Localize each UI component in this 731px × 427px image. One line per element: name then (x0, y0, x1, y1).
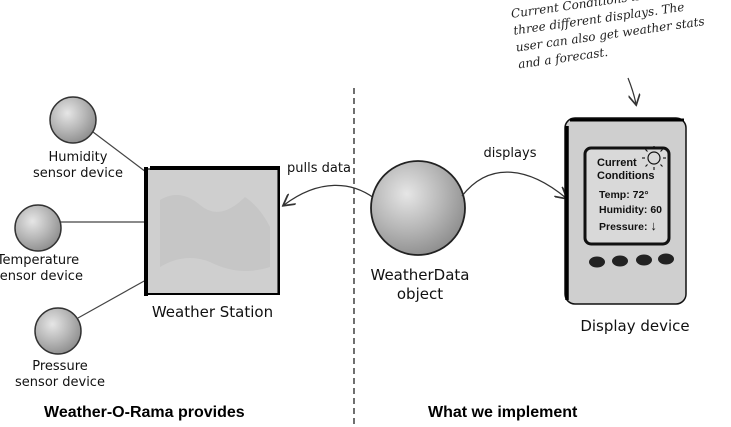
right-section-heading: What we implement (428, 404, 578, 421)
displays-arrow (461, 171, 566, 198)
screen-humidity: Humidity: 60 (599, 204, 663, 216)
temperature-sensor (14, 204, 62, 252)
weatherdata-label-line2: object (396, 285, 444, 303)
sun-icon (642, 146, 666, 170)
pressure-connector (77, 279, 147, 319)
pressure-label-line1: Pressure (32, 359, 88, 374)
pressure-sensor (34, 307, 82, 355)
weather-station-box (144, 166, 280, 296)
weather-station-label: Weather Station (151, 303, 274, 321)
display-device-label: Display device (580, 317, 690, 335)
humidity-sensor (49, 96, 97, 144)
left-section-heading: Weather-O-Rama provides (44, 404, 245, 421)
screen-temp: Temp: 72° (599, 189, 649, 201)
humidity-sensor-label: Humidity sensor device (28, 150, 128, 182)
annotation-pointer (627, 77, 636, 104)
screen-title: Current Conditions (597, 157, 654, 183)
screen-title-line1: Current (597, 157, 637, 169)
pressure-down-arrow-icon: ↓ (650, 218, 657, 233)
weatherdata-label-line1: WeatherData (370, 266, 470, 284)
humidity-connector (92, 131, 147, 173)
screen-pressure-label: Pressure: (599, 221, 648, 233)
display-device (564, 117, 687, 305)
humidity-label-line1: Humidity (48, 150, 108, 165)
temperature-sensor-label: Temperature sensor device (0, 253, 88, 285)
weatherdata-label: WeatherData object (360, 266, 480, 304)
pressure-sensor-label: Pressure sensor device (10, 359, 110, 391)
weatherdata-sphere (370, 160, 466, 256)
pressure-label-line2: sensor device (15, 375, 105, 390)
pulls-data-label: pulls data (287, 161, 351, 176)
screen-title-line2: Conditions (597, 170, 655, 182)
humidity-label-line2: sensor device (33, 166, 123, 181)
screen-pressure: Pressure: ↓ (599, 219, 657, 234)
temperature-label-line1: Temperature (0, 253, 80, 268)
temperature-label-line2: sensor device (0, 269, 83, 284)
displays-label: displays (483, 146, 537, 161)
pulls-data-arrow (284, 184, 375, 205)
